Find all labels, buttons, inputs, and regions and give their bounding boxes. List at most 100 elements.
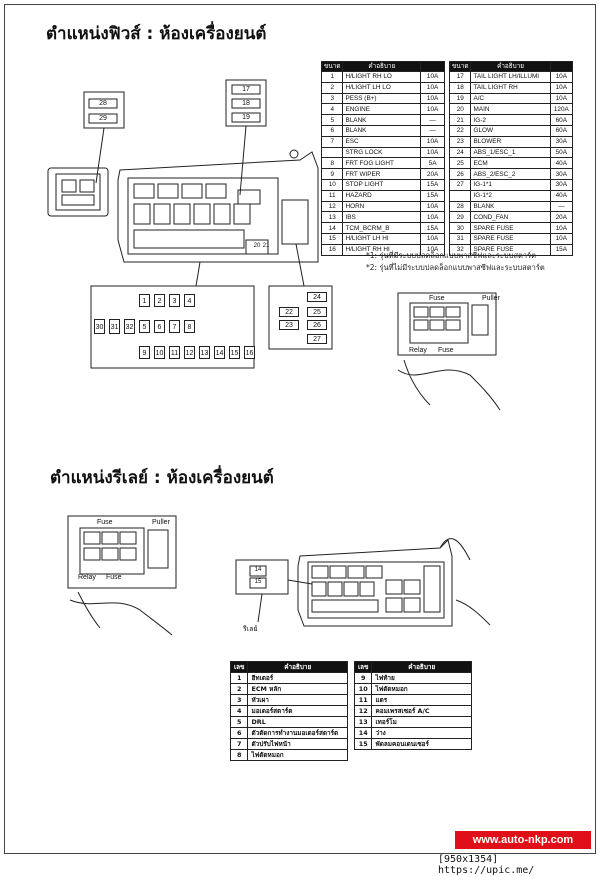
relay-number: 11: [353, 694, 373, 706]
fuse-amperage: 50A: [549, 146, 574, 159]
fuse-number: 29: [448, 211, 472, 224]
fuse-label-29: 29: [99, 115, 107, 122]
fuse-grid-right-box: [268, 285, 333, 350]
fuse-number: 32: [448, 243, 472, 256]
fuse-number: 25: [448, 157, 472, 170]
fuse-description: FRT WIPER: [342, 168, 422, 180]
fuse-cell: 26: [307, 320, 327, 330]
relay-description: ตัวตัดการทำงานมอเตอร์สตาร์ต: [247, 727, 348, 739]
relay-detail-14: 14: [254, 567, 262, 573]
fuse-amperage: 40A: [549, 157, 574, 170]
fuse-cell: 3: [169, 294, 180, 307]
fuse-cell: 1: [139, 294, 150, 307]
fuse-number: 16: [320, 243, 344, 256]
relay-description: ว่าง: [371, 727, 472, 739]
fuse-description: STOP LIGHT: [342, 178, 422, 191]
relay-box-fuse-label: Fuse: [97, 519, 113, 526]
fuse-cell: 31: [109, 319, 120, 334]
fuse-amperage: 10A: [420, 232, 445, 245]
site-watermark: www.auto-nkp.com: [455, 831, 591, 849]
relay-number: 9: [353, 672, 373, 684]
fuse-label-19: 19: [242, 114, 250, 121]
fuse-amperage: 10A: [420, 211, 445, 224]
fuse-amperage: 10A: [420, 200, 445, 213]
fuse-number: 6: [320, 124, 344, 137]
fuse-amperage: 60A: [549, 124, 574, 137]
fuse-cell: 13: [199, 346, 210, 359]
fuse-cell: 30: [94, 319, 105, 334]
relay-pointer-label: รีเลย์: [243, 625, 258, 633]
fuse-box-relay-label: Relay: [409, 347, 427, 354]
relay-number: 3: [229, 694, 249, 706]
fuse-amperage: 30A: [549, 135, 574, 148]
fuse-description: H/LIGHT LH HI: [342, 232, 422, 245]
relay-col-desc: คำอธิบาย: [371, 661, 472, 673]
relay-number: 1: [229, 672, 249, 684]
fuse-cell: 32: [124, 319, 135, 334]
fuse-number: 12: [320, 200, 344, 213]
relay-number: 15: [353, 738, 373, 750]
relay-number: 10: [353, 683, 373, 695]
relay-detail-15: 15: [254, 579, 262, 585]
fuse-cell: 2: [154, 294, 165, 307]
relay-description: ฮีทเตอร์: [247, 672, 348, 684]
relay-description: ECM หลัก: [247, 683, 348, 695]
fuse-col-amp: [549, 61, 574, 72]
fuse-cell: 22: [279, 307, 299, 317]
relay-description: DRL: [247, 716, 348, 728]
fuse-section-title: ตำแหน่งฟิวส์ : ห้องเครื่องยนต์: [46, 24, 267, 44]
relay-box-puller-label: Puller: [152, 519, 170, 526]
fuse-number: 27: [448, 178, 472, 191]
fuse-amperage: 30A: [549, 168, 574, 180]
fuse-cell: 10: [154, 346, 165, 359]
relay-description: มอเตอร์สตาร์ต: [247, 705, 348, 717]
fuse-description: TCM_BCRM_B: [342, 222, 422, 234]
fuse-amperage: 10A: [420, 135, 445, 148]
fuse-cell: 8: [184, 320, 195, 333]
relay-description: ไฟตัดหมอก: [371, 683, 472, 695]
fuse-cell: 24: [307, 292, 327, 302]
fuse-number: 10: [320, 178, 344, 191]
fuse-number: 26: [448, 168, 472, 180]
fuse-cell: 25: [307, 307, 327, 317]
fuse-box-fuse2-label: Fuse: [438, 347, 454, 354]
fuse-cell: 7: [169, 320, 180, 333]
fuse-amperage: 20A: [549, 211, 574, 224]
fuse-number: [448, 189, 472, 202]
fuse-label-20: 20: [253, 243, 261, 249]
fuse-number: 8: [320, 157, 344, 170]
fuse-label-28: 28: [99, 100, 107, 107]
fuse-col-amp: [420, 61, 445, 72]
relay-description: ไฟท้าย: [371, 672, 472, 684]
fuse-label-21: 21: [262, 243, 270, 249]
fuse-col-no: ขนาด: [448, 61, 472, 72]
relay-number: 13: [353, 716, 373, 728]
fuse-cell: 5: [139, 320, 150, 333]
fuse-amperage: 40A: [549, 189, 574, 202]
